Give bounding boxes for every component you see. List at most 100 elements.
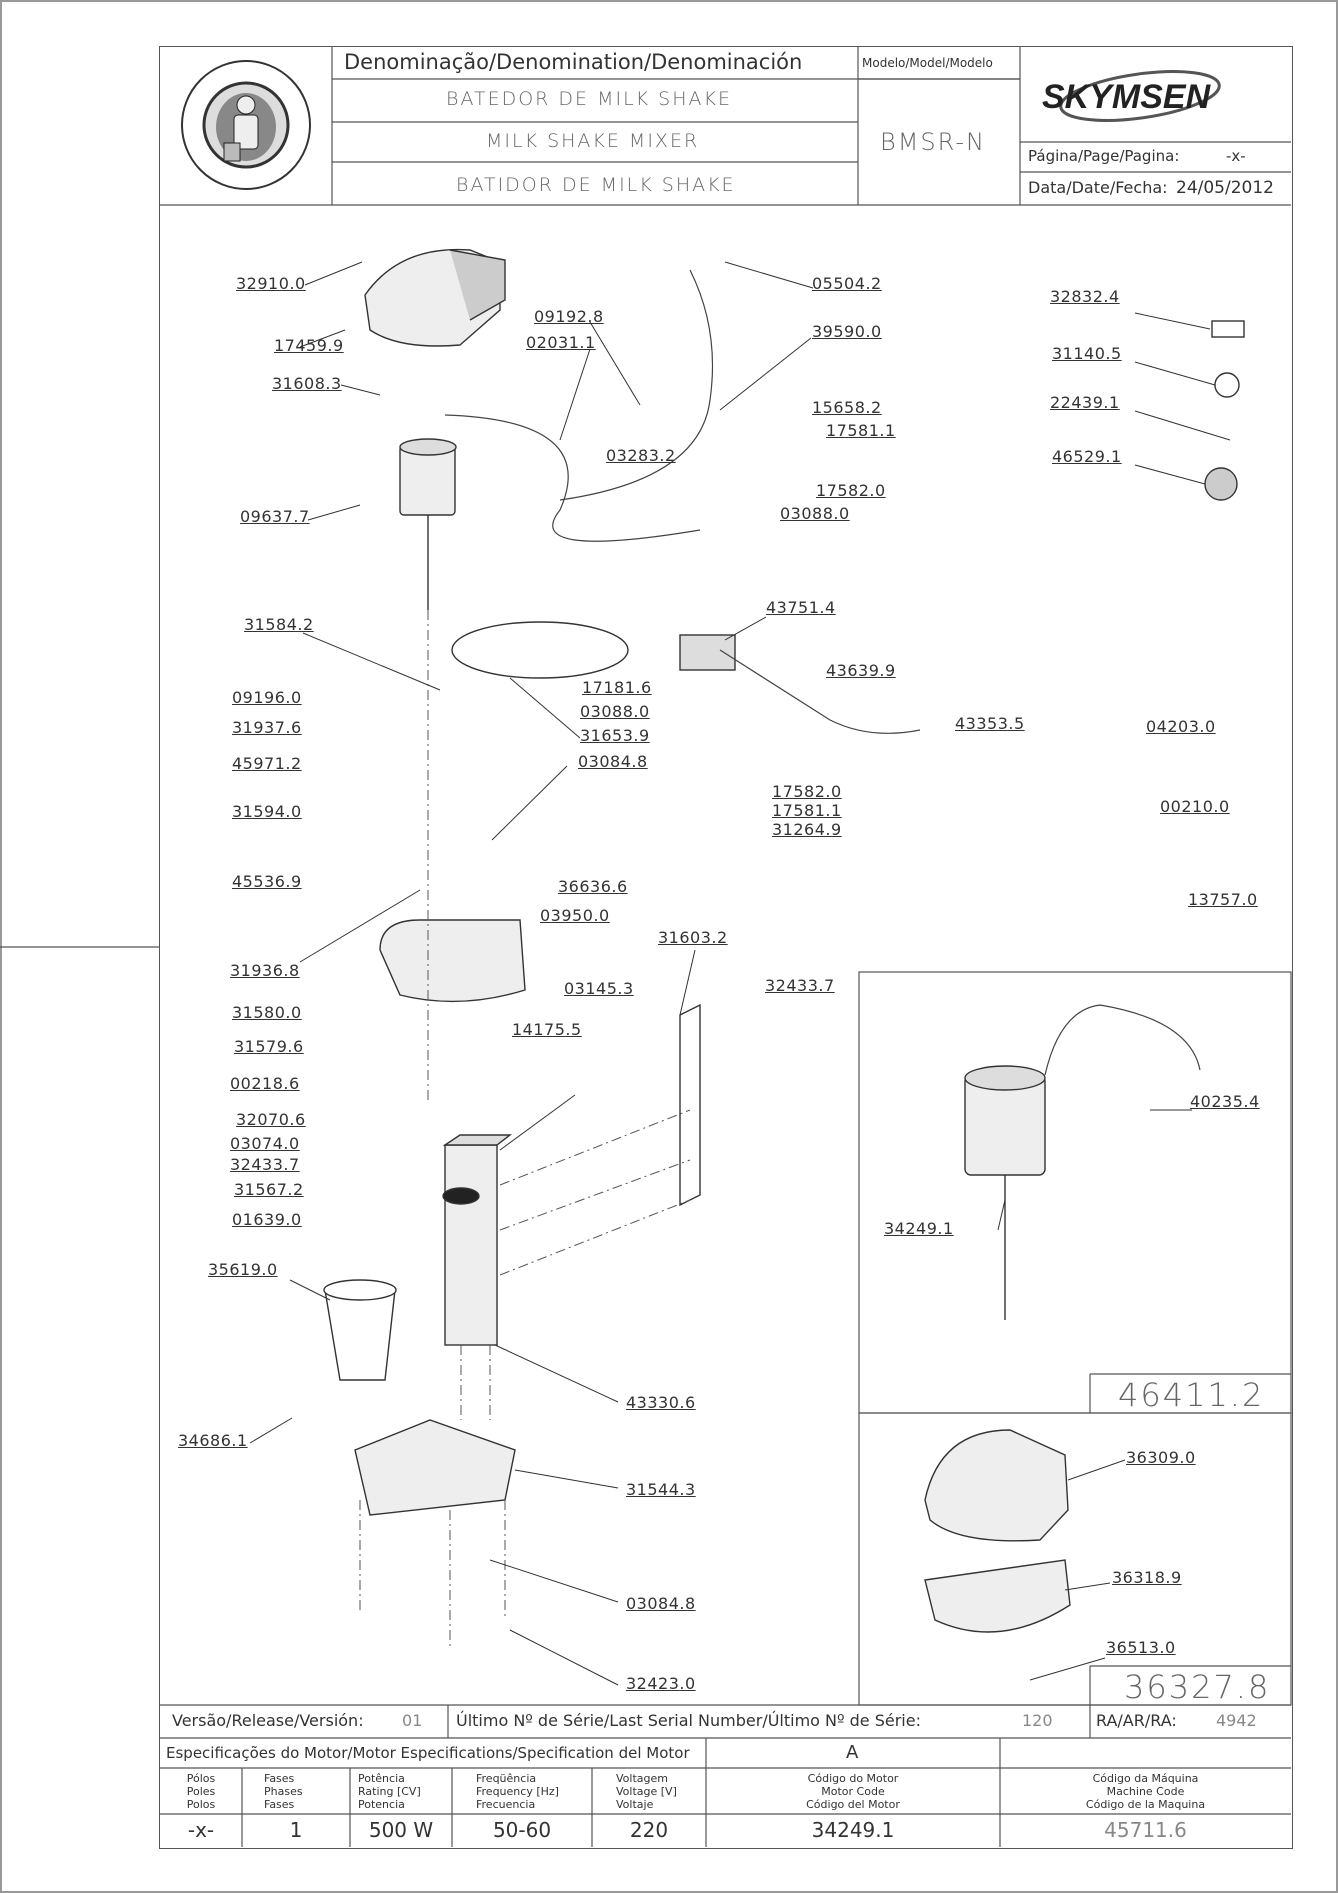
part-label[interactable]: 03950.0 (540, 906, 610, 925)
denomination-label: Denominação/Denomination/Denominación (344, 50, 803, 74)
motor-assembly-code: 46411.2 (1118, 1376, 1265, 1414)
date-value: 24/05/2012 (1176, 178, 1274, 198)
part-label[interactable]: 03084.8 (626, 1594, 696, 1613)
spec-value-phases: 1 (289, 1818, 303, 1842)
part-label[interactable]: 34249.1 (884, 1219, 954, 1238)
part-label[interactable]: 14175.5 (512, 1020, 582, 1039)
version-value: 01 (402, 1711, 423, 1730)
part-label[interactable]: 31580.0 (232, 1003, 302, 1022)
part-label[interactable]: 31579.6 (234, 1037, 304, 1056)
part-label[interactable]: 31594.0 (232, 802, 302, 821)
part-label[interactable]: 31936.8 (230, 961, 300, 980)
spec-value-poles: -x- (187, 1818, 215, 1842)
part-label[interactable]: 09196.0 (232, 688, 302, 707)
motor-variant: A (846, 1742, 859, 1763)
page-label: Página/Page/Pagina: (1028, 147, 1180, 165)
part-label[interactable]: 01639.0 (232, 1210, 302, 1229)
part-label[interactable]: 31937.6 (232, 718, 302, 737)
part-label[interactable]: 31653.9 (580, 726, 650, 745)
part-label[interactable]: 17582.0 (816, 481, 886, 500)
part-label[interactable]: 31544.3 (626, 1480, 696, 1499)
part-label[interactable]: 32832.4 (1050, 287, 1120, 306)
housing-assembly-code: 36327.8 (1124, 1668, 1271, 1706)
product-name-es: BATIDOR DE MILK SHAKE (456, 174, 736, 196)
part-label[interactable]: 04203.0 (1146, 717, 1216, 736)
part-label[interactable]: 03088.0 (780, 504, 850, 523)
part-label[interactable]: 03088.0 (580, 702, 650, 721)
part-label[interactable]: 36636.6 (558, 877, 628, 896)
part-label[interactable]: 34686.1 (178, 1431, 248, 1450)
date-label: Data/Date/Fecha: (1028, 178, 1168, 197)
part-label[interactable]: 17581.1 (772, 801, 842, 820)
part-label[interactable]: 31608.3 (272, 374, 342, 393)
model-code: BMSR-N (880, 128, 986, 156)
part-label[interactable]: 03074.0 (230, 1134, 300, 1153)
part-label[interactable]: 45536.9 (232, 872, 302, 891)
product-name-pt: BATEDOR DE MILK SHAKE (446, 88, 732, 110)
part-label[interactable]: 15658.2 (812, 398, 882, 417)
spec-value-voltage: 220 (629, 1818, 669, 1842)
spec-value-rating: 500 W (368, 1818, 434, 1842)
drawing-sheet (159, 46, 1293, 1849)
serial-label: Último Nº de Série/Last Serial Number/Úl… (456, 1711, 921, 1730)
version-label: Versão/Release/Versión: (172, 1711, 364, 1730)
part-label[interactable]: 43353.5 (955, 714, 1025, 733)
part-label[interactable]: 31264.9 (772, 820, 842, 839)
part-label[interactable]: 09192.8 (534, 307, 604, 326)
part-label[interactable]: 32433.7 (765, 976, 835, 995)
part-label[interactable]: 31567.2 (234, 1180, 304, 1199)
part-label[interactable]: 46529.1 (1052, 447, 1122, 466)
part-label[interactable]: 22439.1 (1050, 393, 1120, 412)
motor-specs-title: Especificações do Motor/Motor Especifica… (166, 1744, 690, 1762)
ra-label: RA/AR/RA: (1096, 1711, 1177, 1730)
part-label[interactable]: 35619.0 (208, 1260, 278, 1279)
product-name-en: MILK SHAKE MIXER (486, 130, 700, 152)
part-label[interactable]: 43639.9 (826, 661, 896, 680)
part-label[interactable]: 32433.7 (230, 1155, 300, 1174)
part-label[interactable]: 40235.4 (1190, 1092, 1260, 1111)
part-label[interactable]: 17459.9 (274, 336, 344, 355)
part-label[interactable]: 17181.6 (582, 678, 652, 697)
part-label[interactable]: 00218.6 (230, 1074, 300, 1093)
part-label[interactable]: 03283.2 (606, 446, 676, 465)
part-label[interactable]: 45971.2 (232, 754, 302, 773)
part-label[interactable]: 36309.0 (1126, 1448, 1196, 1467)
part-label[interactable]: 03145.3 (564, 979, 634, 998)
part-label[interactable]: 02031.1 (526, 333, 596, 352)
part-label[interactable]: 03084.8 (578, 752, 648, 771)
part-label[interactable]: 43751.4 (766, 598, 836, 617)
part-label[interactable]: 32910.0 (236, 274, 306, 293)
ra-value: 4942 (1216, 1711, 1257, 1730)
spec-value-machine-code: 45711.6 (1104, 1818, 1187, 1842)
part-label[interactable]: 32070.6 (236, 1110, 306, 1129)
part-label[interactable]: 36513.0 (1106, 1638, 1176, 1657)
model-label: Modelo/Model/Modelo (862, 56, 993, 70)
brand-logo: SKYMSEN (1020, 50, 1280, 140)
part-label[interactable]: 09637.7 (240, 507, 310, 526)
part-label[interactable]: 05504.2 (812, 274, 882, 293)
part-label[interactable]: 32423.0 (626, 1674, 696, 1693)
part-label[interactable]: 31603.2 (658, 928, 728, 947)
part-label[interactable]: 31584.2 (244, 615, 314, 634)
page-value: -x- (1226, 147, 1246, 165)
part-label[interactable]: 13757.0 (1188, 890, 1258, 909)
part-label[interactable]: 17581.1 (826, 421, 896, 440)
authorized-service-seal (160, 47, 332, 205)
part-label[interactable]: 31140.5 (1052, 344, 1122, 363)
part-label[interactable]: 39590.0 (812, 322, 882, 341)
part-label[interactable]: 00210.0 (1160, 797, 1230, 816)
spec-value-motor-code: 34249.1 (811, 1818, 895, 1842)
part-label[interactable]: 36318.9 (1112, 1568, 1182, 1587)
brand-text: SKYMSEN (1042, 78, 1212, 116)
part-label[interactable]: 43330.6 (626, 1393, 696, 1412)
spec-value-frequency: 50-60 (492, 1818, 552, 1842)
part-label[interactable]: 17582.0 (772, 782, 842, 801)
